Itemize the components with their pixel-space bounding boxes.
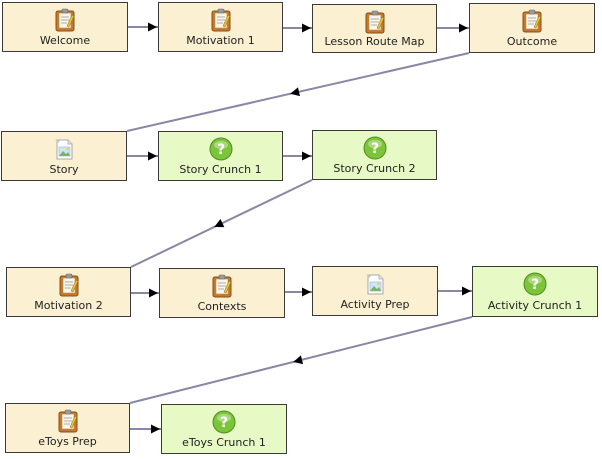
node-story-crunch-2[interactable]: ? Story Crunch 2 — [312, 130, 437, 180]
node-story-crunch-1[interactable]: ? Story Crunch 1 — [158, 131, 283, 181]
arrowhead — [459, 23, 468, 33]
arrowhead — [302, 287, 311, 297]
notepad-icon — [57, 273, 81, 297]
arrowhead — [148, 22, 157, 32]
arrowhead — [151, 424, 160, 434]
question-icon: ? — [209, 137, 233, 161]
node-label: Story — [49, 163, 79, 176]
node-label: eToys Prep — [38, 435, 97, 448]
question-icon: ? — [212, 410, 236, 434]
node-activity-prep[interactable]: Activity Prep — [312, 266, 438, 316]
svg-text:?: ? — [531, 277, 539, 293]
notepad-icon — [209, 8, 233, 32]
question-icon: ? — [363, 136, 387, 160]
image-document-icon — [363, 272, 387, 296]
notepad-icon — [53, 8, 77, 32]
node-story[interactable]: Story — [1, 131, 127, 181]
node-label: Activity Crunch 1 — [487, 299, 583, 312]
svg-text:?: ? — [216, 142, 224, 158]
node-label: Welcome — [39, 34, 91, 47]
node-activity-crunch-1[interactable]: ? Activity Crunch 1 — [472, 266, 598, 317]
arrowhead — [302, 151, 311, 161]
arrowhead — [214, 219, 225, 228]
node-label: eToys Crunch 1 — [182, 436, 266, 449]
node-label: Motivation 1 — [186, 34, 255, 47]
node-label: Contexts — [197, 300, 247, 313]
notepad-icon — [363, 10, 387, 34]
arrowhead — [290, 87, 300, 97]
node-welcome[interactable]: Welcome — [2, 2, 128, 52]
notepad-icon — [520, 9, 544, 33]
node-etoys-prep[interactable]: eToys Prep — [5, 403, 130, 453]
arrowhead — [302, 23, 311, 33]
arrowhead — [148, 151, 157, 161]
node-label: Motivation 2 — [34, 299, 103, 312]
image-document-icon — [52, 137, 76, 161]
node-label: Story Crunch 1 — [179, 163, 262, 176]
node-motivation-2[interactable]: Motivation 2 — [6, 267, 131, 317]
node-label: Outcome — [506, 35, 558, 48]
arrowhead — [293, 355, 304, 365]
question-icon: ? — [523, 272, 547, 296]
node-label: Lesson Route Map — [324, 35, 425, 48]
node-label: Story Crunch 2 — [333, 162, 416, 175]
node-contexts[interactable]: Contexts — [159, 268, 285, 318]
node-outcome[interactable]: Outcome — [469, 3, 595, 53]
node-label: Activity Prep — [340, 298, 410, 311]
notepad-icon — [210, 274, 234, 298]
svg-text:?: ? — [370, 141, 378, 157]
svg-text:?: ? — [220, 415, 228, 431]
arrowhead — [462, 286, 471, 296]
node-motivation-1[interactable]: Motivation 1 — [158, 2, 283, 52]
arrowhead — [149, 288, 158, 298]
notepad-icon — [56, 409, 80, 433]
node-lesson-route-map[interactable]: Lesson Route Map — [312, 4, 437, 53]
node-etoys-crunch-1[interactable]: ? eToys Crunch 1 — [161, 404, 287, 454]
